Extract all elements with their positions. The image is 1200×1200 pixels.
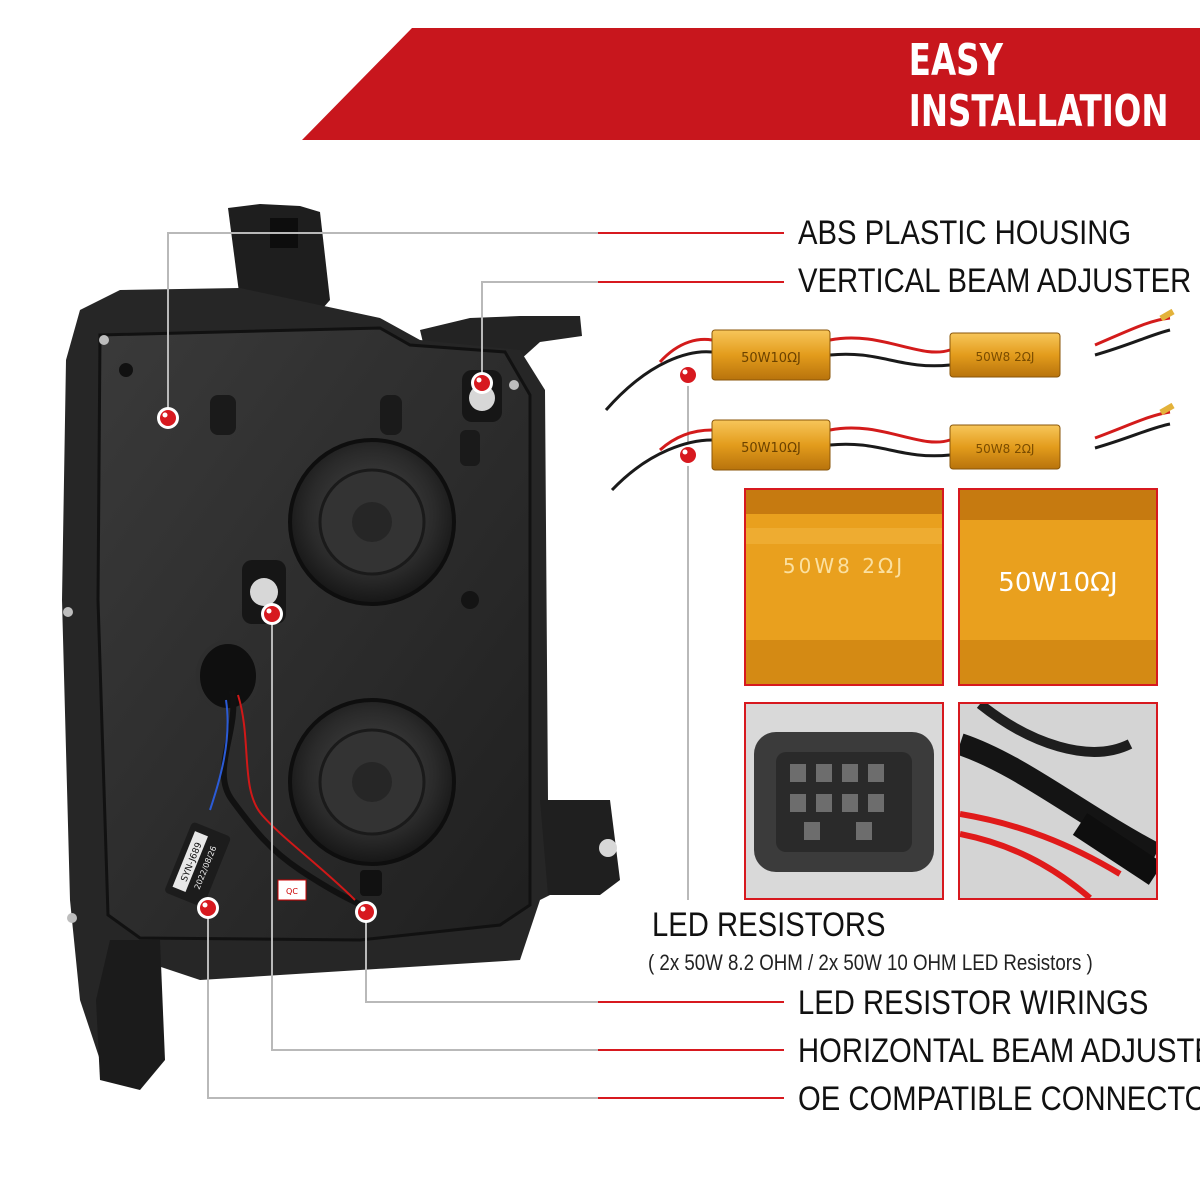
resistor-label-10ohm-top: 50W10ΩJ	[741, 351, 801, 366]
closeup-10ohm-text: 50W10ΩJ	[998, 568, 1118, 598]
label-led-resistors-detail: ( 2x 50W 8.2 OHM / 2x 50W 10 OHM LED Res…	[648, 950, 1093, 975]
closeup-panel-connector	[744, 702, 944, 900]
label-oe-connector: OE COMPATIBLE CONNECTOR	[798, 1080, 1200, 1118]
closeup-panel-8ohm: 50W8 2ΩJ	[744, 488, 944, 686]
resistor-label-8ohm-top: 50W8 2ΩJ	[976, 350, 1035, 364]
label-abs-housing: ABS PLASTIC HOUSING	[798, 214, 1132, 252]
closeup-panel-wiring	[958, 702, 1158, 900]
callout-dots	[157, 364, 699, 923]
resistor-label-8ohm-bottom: 50W8 2ΩJ	[976, 442, 1035, 456]
label-led-resistors: LED RESISTORS	[652, 906, 886, 944]
label-resistor-wirings: LED RESISTOR WIRINGS	[798, 984, 1149, 1022]
header-banner	[302, 28, 1200, 140]
closeup-panel-10ohm: 50W10ΩJ	[958, 488, 1158, 686]
label-vertical-adjuster: VERTICAL BEAM ADJUSTER	[798, 262, 1192, 300]
closeup-8ohm-text: 50W8 2ΩJ	[782, 554, 906, 578]
headlight-housing	[62, 204, 620, 1090]
label-horizontal-adjuster: HORIZONTAL BEAM ADJUSTER	[798, 1032, 1200, 1070]
resistor-label-10ohm-bottom: 50W10ΩJ	[741, 441, 801, 456]
resistor-set: 50W10ΩJ 50W8 2ΩJ 50W10ΩJ 50W8 2ΩJ	[604, 308, 1175, 492]
qc-sticker: QC	[286, 887, 298, 896]
